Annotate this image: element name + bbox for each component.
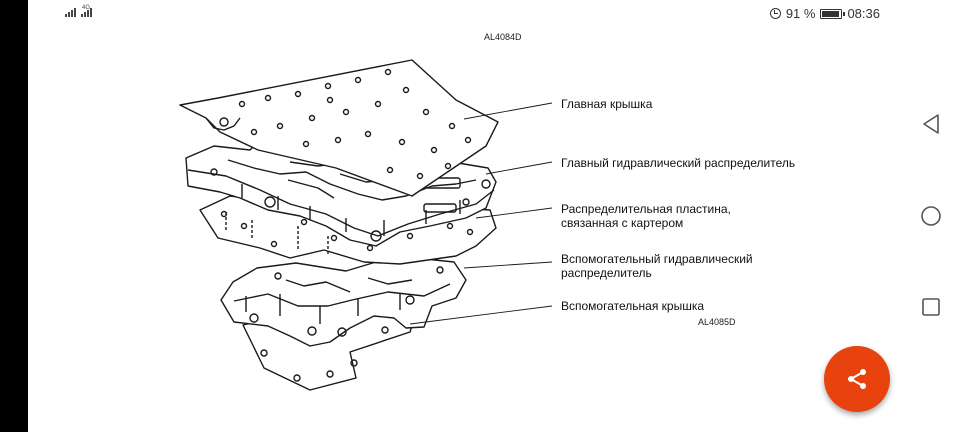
- navigation-bar: [898, 0, 960, 432]
- left-black-bar: [0, 0, 28, 432]
- recents-icon: [922, 298, 940, 316]
- figure-code-bottom: AL4085D: [698, 317, 736, 327]
- leader-lines: [409, 102, 553, 325]
- exploded-valve-body-diagram: [179, 59, 553, 391]
- image-viewer: 4G 91 % 08:36 AL4084D: [28, 0, 898, 432]
- status-right: 91 % 08:36: [769, 6, 880, 21]
- label-aux-cover: Вспомогательная крышка: [561, 299, 705, 313]
- back-button[interactable]: [920, 113, 942, 135]
- aux-valve-part: [220, 255, 467, 347]
- main-cover-part: [179, 59, 499, 197]
- label-separator-plate-1: Распределительная пластина,: [561, 202, 731, 216]
- label-separator-plate-2: связанная с картером: [561, 216, 684, 230]
- status-bar: 4G 91 % 08:36: [28, 0, 898, 30]
- signal-icon: [65, 8, 92, 17]
- back-icon: [923, 114, 939, 134]
- label-main-valve: Главный гидравлический распределитель: [561, 156, 796, 170]
- label-main-cover: Главная крышка: [561, 97, 653, 111]
- label-aux-valve-2: распределитель: [561, 266, 652, 280]
- figure-code-top: AL4084D: [484, 32, 522, 42]
- battery-percent: 91 %: [785, 6, 816, 21]
- home-icon: [921, 206, 941, 226]
- recents-button[interactable]: [920, 296, 942, 318]
- alarm-icon: [769, 8, 781, 19]
- share-icon: [848, 369, 866, 389]
- label-aux-valve-1: Вспомогательный гидравлический: [561, 252, 753, 266]
- share-button[interactable]: [824, 346, 890, 412]
- battery-icon: [820, 8, 846, 19]
- clock: 08:36: [847, 6, 880, 21]
- network-type: 4G: [82, 5, 91, 11]
- home-button[interactable]: [920, 205, 942, 227]
